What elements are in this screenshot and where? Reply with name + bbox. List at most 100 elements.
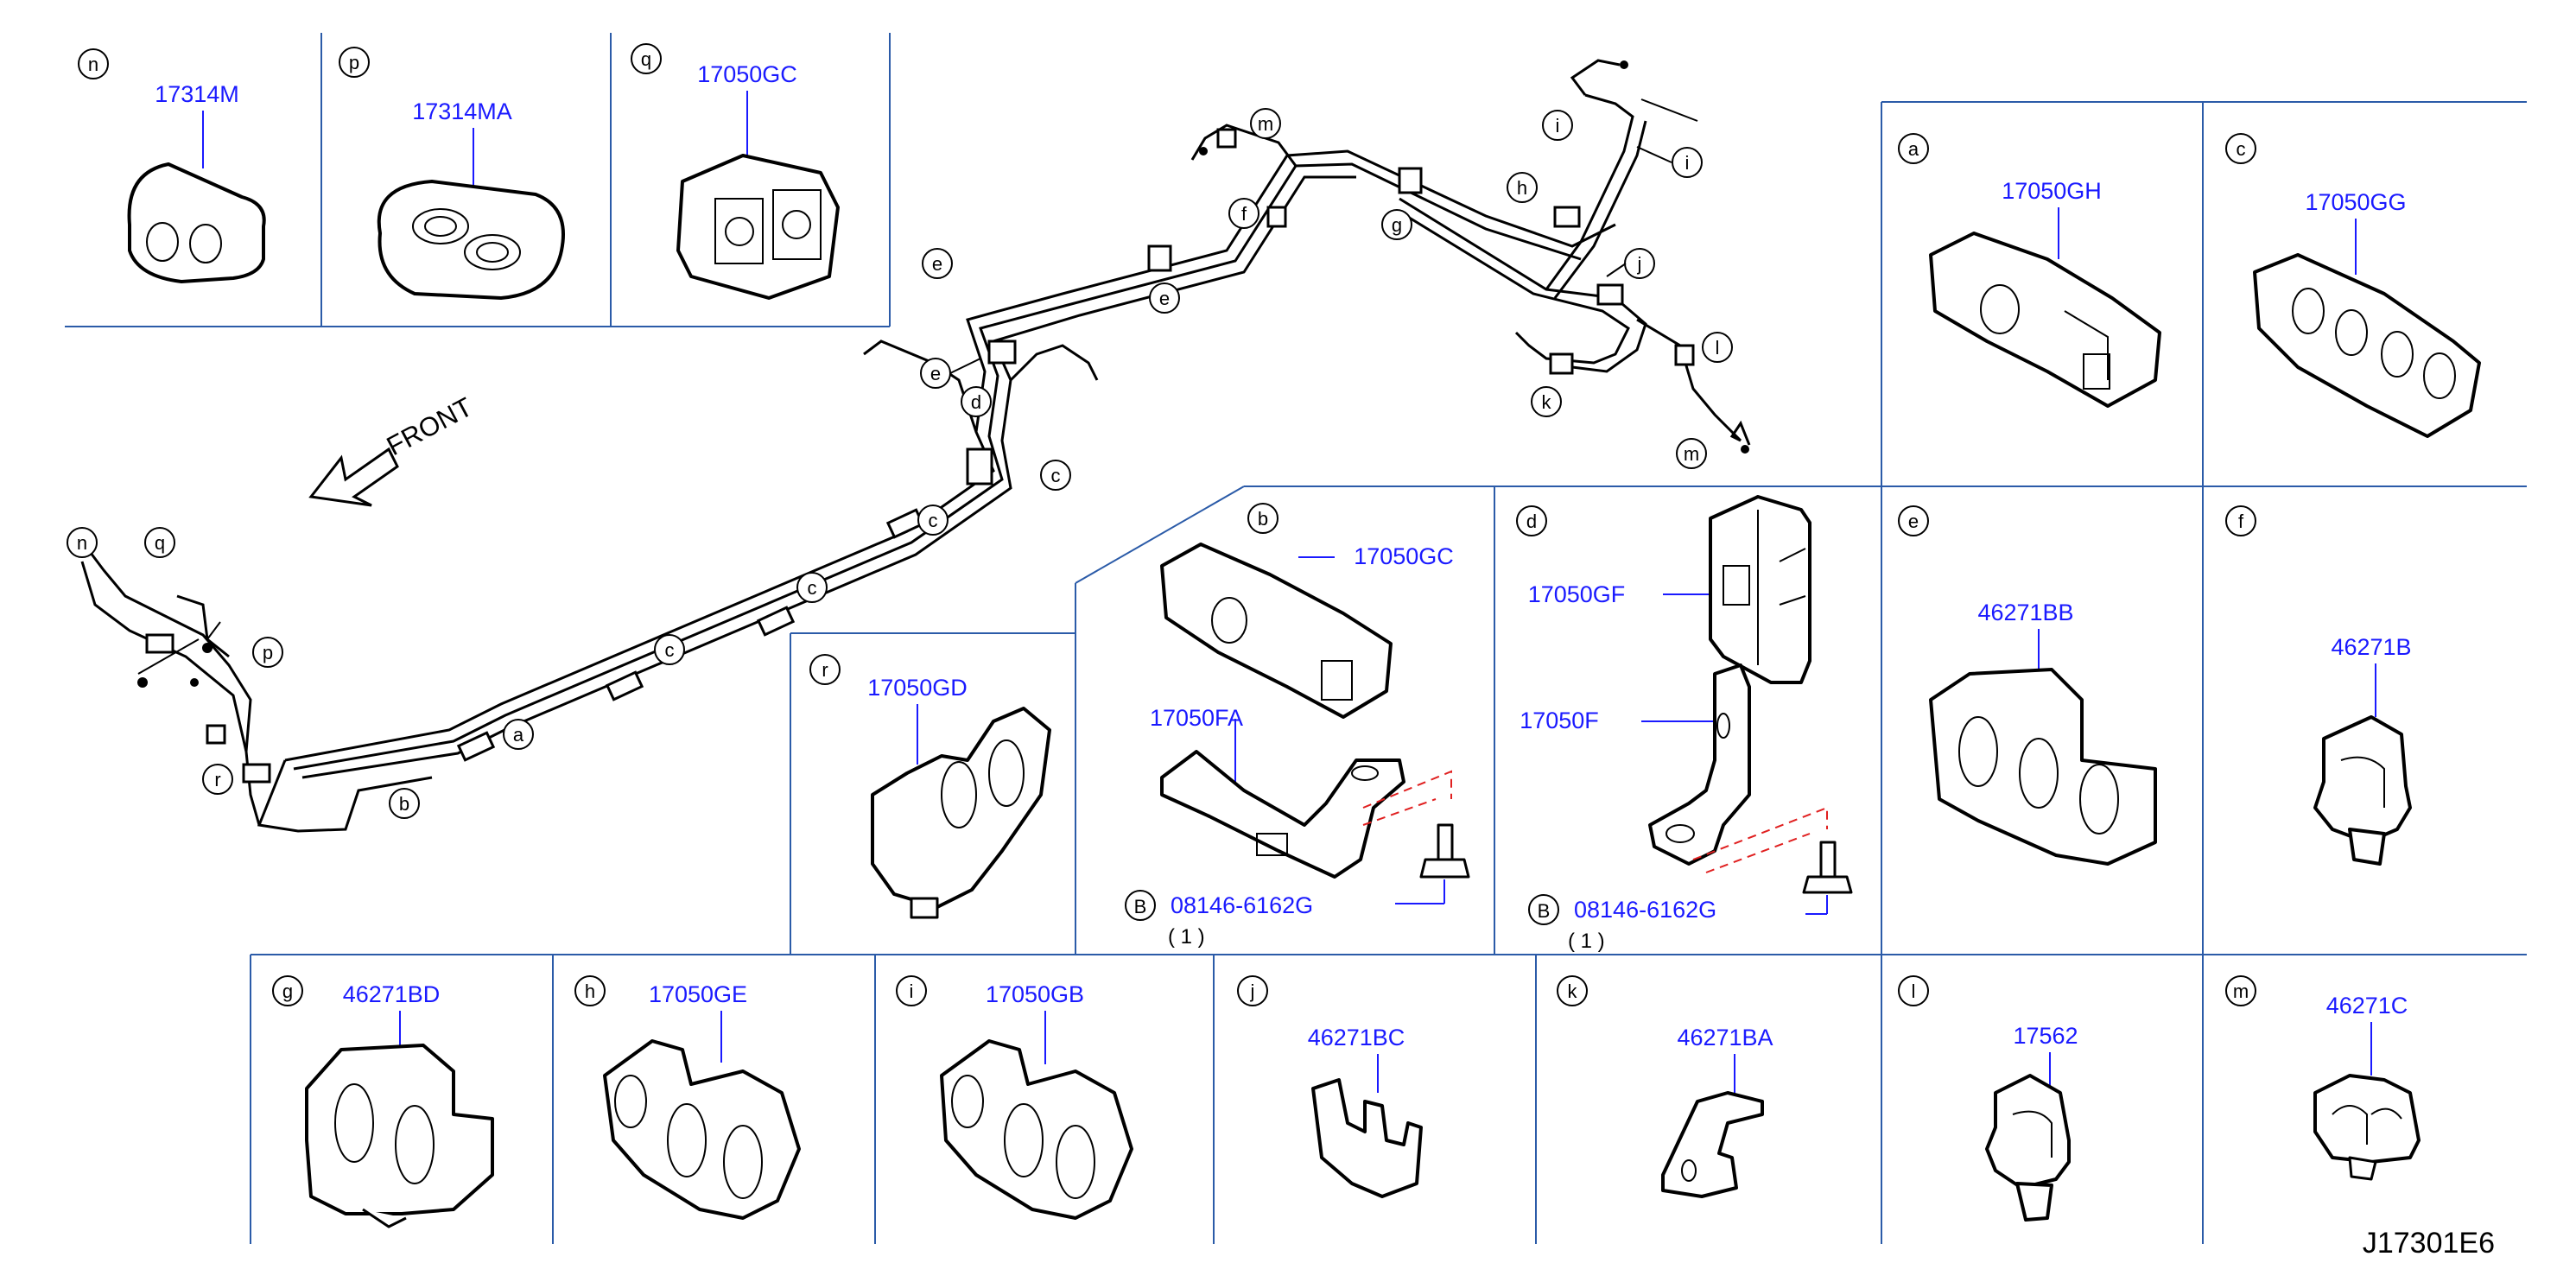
- assembly-callout-text: i: [1556, 115, 1560, 136]
- assembly-callout-text: m: [1684, 443, 1699, 465]
- panel-d: d 17050GF 17050F B 08146-6162G ( 1 ): [1516, 495, 1853, 953]
- bolt-quantity: ( 1 ): [1568, 930, 1605, 953]
- part-number: 46271BD: [343, 981, 441, 1007]
- assembly-callout-text: r: [214, 769, 220, 790]
- assembly-callout-text: c: [808, 577, 817, 599]
- callout-circle: [78, 48, 109, 79]
- assembly-callout: m: [1676, 438, 1707, 469]
- part-number: 46271B: [2331, 634, 2411, 660]
- assembly-callout: c: [654, 634, 685, 665]
- panel-letter: f: [2238, 511, 2244, 532]
- callout-circle: [1898, 975, 1929, 1006]
- callout-circle: [896, 975, 927, 1006]
- panel-letter: r: [822, 659, 828, 681]
- bolt-icon: [1419, 823, 1470, 879]
- part-number: 17050GH: [2002, 178, 2102, 204]
- bolt-ref-circle: [1125, 890, 1156, 921]
- assembly-callout-text: f: [1241, 203, 1247, 225]
- assembly-callout-text: c: [665, 639, 675, 661]
- callout-circle: [1898, 505, 1929, 536]
- panel-letter: p: [349, 52, 359, 73]
- assembly-callout: a: [503, 719, 534, 750]
- assembly-piping: [80, 59, 1751, 833]
- assembly-callout-text: e: [930, 363, 941, 384]
- assembly-callout: l: [1702, 332, 1733, 363]
- callout-circle: [272, 975, 303, 1006]
- assembly-callout: q: [144, 527, 175, 558]
- front-label: FRONT: [382, 391, 478, 461]
- panel-letter: i: [910, 981, 914, 1002]
- bolt-part-number: 08146-6162G: [1171, 892, 1313, 918]
- panel-l: l 17562: [1898, 975, 2078, 1222]
- front-arrow: FRONT: [308, 391, 478, 507]
- panel-f: f 46271B: [2225, 505, 2412, 866]
- bolt-ref-circle: [1528, 894, 1559, 925]
- callout-circle: [2225, 133, 2256, 164]
- assembly-callout: i: [1542, 110, 1573, 141]
- bracket-part-number: 17050FA: [1150, 705, 1243, 731]
- callout-circle: [1237, 975, 1268, 1006]
- panel-p: p 17314MA: [339, 47, 565, 300]
- assembly-callout: f: [1228, 198, 1259, 229]
- assembly-callout: n: [67, 527, 98, 558]
- panel-letter: q: [641, 48, 651, 70]
- panel-letter: e: [1908, 511, 1919, 532]
- assembly-callout: d: [961, 386, 992, 417]
- diagram-code: J17301E6: [2363, 1227, 2495, 1260]
- assembly-callout-text: l: [1716, 337, 1720, 359]
- assembly-callout: e: [920, 358, 951, 389]
- callout-circle: [1557, 975, 1588, 1006]
- bolt-icon: [1802, 841, 1853, 894]
- assembly-callout: h: [1507, 172, 1538, 203]
- assembly-callout: r: [202, 764, 233, 795]
- assembly-callout-text: a: [513, 724, 524, 746]
- assembly-callout-text: m: [1258, 113, 1273, 135]
- assembly-callout: e: [922, 248, 953, 279]
- assembly-callout: c: [796, 572, 828, 603]
- panel-letter: l: [1912, 981, 1916, 1002]
- panel-n: n 17314M: [78, 48, 266, 283]
- assembly-callout-text: j: [1637, 253, 1642, 275]
- panel-i: i 17050GB: [896, 975, 1133, 1220]
- panel-letter: m: [2233, 981, 2249, 1002]
- panel-h: h 17050GE: [574, 975, 801, 1220]
- assembly-callout-text: c: [1051, 465, 1061, 486]
- assembly-callout-text: i: [1685, 152, 1690, 174]
- assembly-callout: m: [1250, 108, 1281, 139]
- part-number: 46271BC: [1308, 1025, 1405, 1050]
- assembly-callout: p: [252, 637, 283, 668]
- part-number: 46271BB: [1977, 600, 2073, 625]
- panel-letter: h: [585, 981, 595, 1002]
- callout-circle: [2225, 505, 2256, 536]
- assembly-callout-text: c: [929, 510, 938, 531]
- bolt-ref-letter: B: [1134, 896, 1147, 917]
- bolt-part-number: 08146-6162G: [1574, 897, 1716, 923]
- panel-e: e 46271BB: [1898, 505, 2157, 866]
- assembly-callout: c: [917, 505, 949, 536]
- bracket-part-number: 17050F: [1520, 708, 1599, 733]
- assembly-callout-text: e: [1159, 288, 1170, 309]
- panel-q: q 17050GC: [631, 43, 840, 300]
- part-number: 17314M: [155, 81, 239, 107]
- assembly-callout-text: e: [932, 253, 942, 275]
- callout-circle: [809, 654, 841, 685]
- assembly-callout-text: q: [155, 532, 165, 554]
- part-number: 17050GE: [649, 981, 747, 1007]
- callout-circle: [1898, 133, 1929, 164]
- assembly-callout-text: h: [1517, 177, 1527, 199]
- bolt-quantity: ( 1 ): [1168, 925, 1205, 949]
- callout-circle: [1516, 505, 1547, 536]
- panel-g: g 46271BD: [272, 975, 494, 1228]
- part-number: 17050GB: [986, 981, 1084, 1007]
- panel-letter: j: [1250, 981, 1255, 1002]
- panel-letter: d: [1526, 511, 1537, 532]
- panel-letter: a: [1908, 138, 1919, 160]
- part-number: 17050GC: [1354, 543, 1454, 569]
- assembly-callout: b: [389, 788, 420, 819]
- callout-circle: [2225, 975, 2256, 1006]
- panel-m: m 46271C: [2225, 975, 2421, 1181]
- assembly-callout: e: [1149, 282, 1180, 314]
- bolt-ref-letter: B: [1538, 900, 1551, 922]
- assembly-callout-text: k: [1542, 391, 1552, 413]
